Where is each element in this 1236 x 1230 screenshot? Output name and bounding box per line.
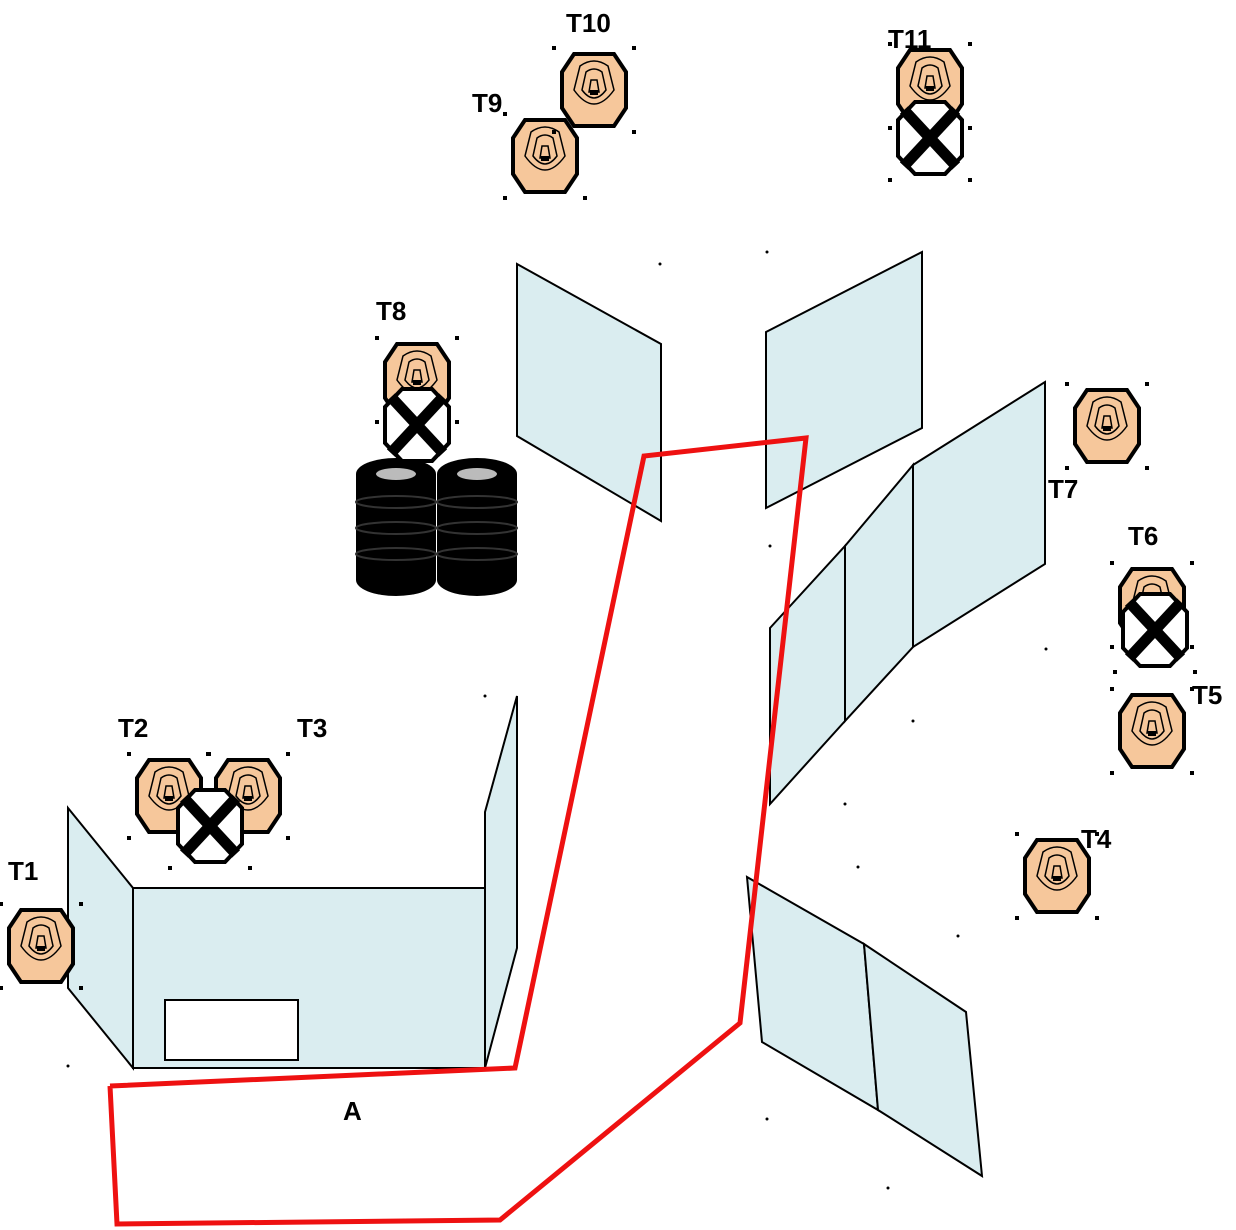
label-t5: T5 <box>1192 680 1222 710</box>
label-t10: T10 <box>566 8 611 38</box>
wall-center-left <box>516 262 662 523</box>
window-opening <box>164 999 299 1061</box>
label-t4: T4 <box>1081 824 1112 854</box>
label-t9: T9 <box>472 88 502 118</box>
labels: T1 T2 T3 T4 T5 T6 T7 T8 T9 T10 T11 A <box>8 8 1222 1126</box>
no-shoot-x-icon <box>168 790 252 870</box>
barrel-left <box>355 458 437 596</box>
barrel-right <box>436 458 518 596</box>
barrel-stack-icon <box>355 458 518 596</box>
wall-center-right <box>765 250 923 510</box>
wall-bottom-right <box>862 942 984 1178</box>
no-shoot-x-icon <box>375 389 459 469</box>
wall-right-panel <box>484 695 518 1069</box>
label-t3: T3 <box>297 713 327 743</box>
label-t11: T11 <box>888 24 931 54</box>
label-t6: T6 <box>1128 521 1158 551</box>
wall-right-upper <box>912 380 1046 649</box>
target-t7-icon <box>1063 380 1151 472</box>
label-t2: T2 <box>118 713 148 743</box>
start-area-label: A <box>343 1096 362 1126</box>
wall-bottom-left <box>745 875 880 1112</box>
target-t5-icon <box>1108 685 1196 777</box>
wall-left-panel <box>67 805 134 1071</box>
label-t8: T8 <box>376 296 406 326</box>
wall-right-mid <box>844 462 914 724</box>
label-t7: T7 <box>1048 474 1078 504</box>
no-shoot-x-icon <box>888 102 972 182</box>
label-t1: T1 <box>8 856 38 886</box>
walls <box>67 250 1046 1178</box>
shooter-route <box>107 435 809 1227</box>
no-shoot-x-icon <box>1113 594 1197 674</box>
